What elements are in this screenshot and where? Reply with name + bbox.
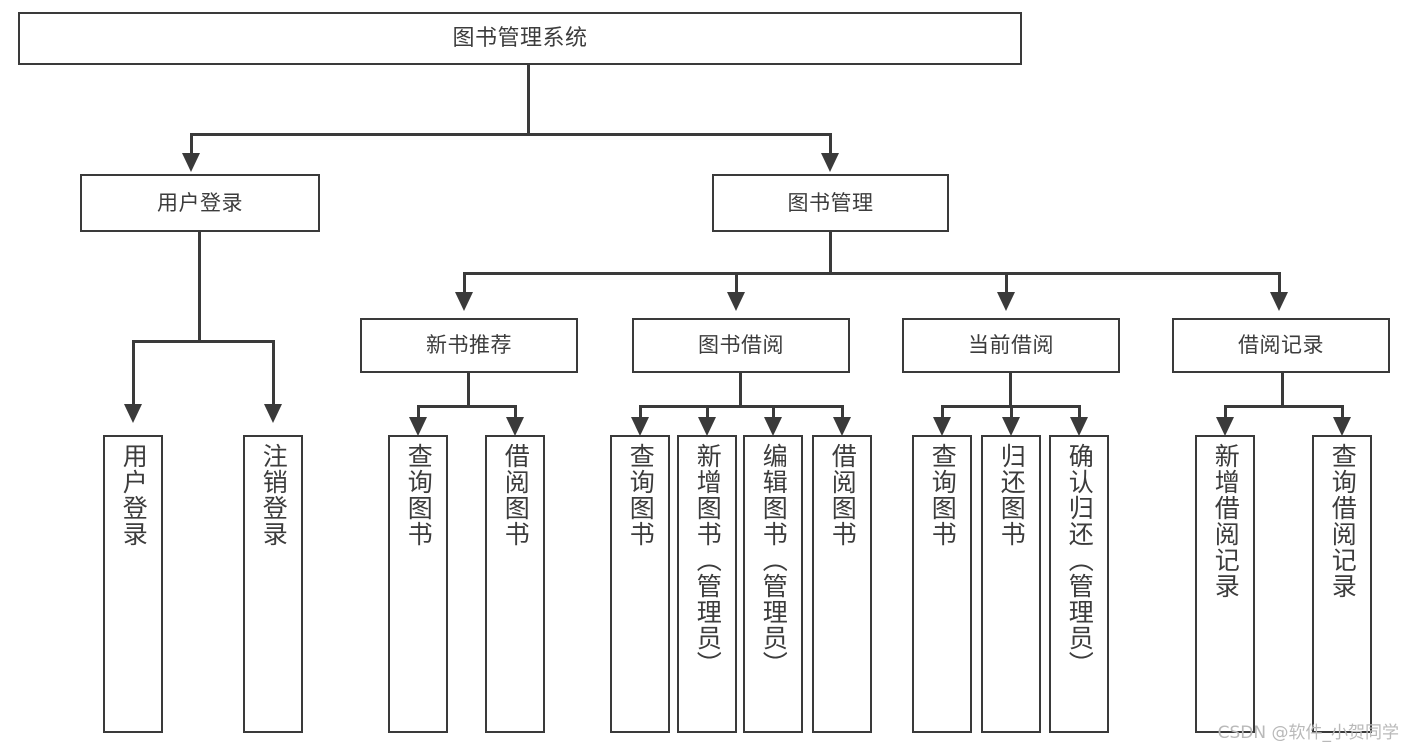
arrow-to-leaf-logout <box>264 404 282 423</box>
connector-user-login-bus <box>132 340 275 343</box>
arrow-to-leaf-query-book-2 <box>631 417 649 436</box>
leaf-borrow-book-main[interactable]: 借阅图书 <box>812 435 872 733</box>
connector-bm-to-l3-1 <box>463 272 466 297</box>
leaf-query-book-recommend[interactable]: 查询图书 <box>388 435 448 733</box>
connector-bb-to-leaf-4 <box>841 405 844 423</box>
node-label: 图书借阅 <box>698 333 784 358</box>
node-root-system[interactable]: 图书管理系统 <box>18 12 1022 65</box>
connector-nbr-bus <box>417 405 517 408</box>
leaf-label: 归还图书 <box>997 443 1027 547</box>
connector-cb-to-leaf-2 <box>1010 405 1013 423</box>
leaf-query-book-borrow[interactable]: 查询图书 <box>610 435 670 733</box>
leaf-return-book[interactable]: 归还图书 <box>981 435 1041 733</box>
leaf-label: 借阅图书 <box>828 443 858 547</box>
arrow-to-current-borrow <box>997 292 1015 311</box>
leaf-label: 查询借阅记录 <box>1328 443 1358 599</box>
connector-br-to-leaf-1 <box>1224 405 1227 423</box>
node-book-management[interactable]: 图书管理 <box>712 174 949 232</box>
connector-root-to-book-manage <box>829 133 832 158</box>
connector-bb-to-leaf-3 <box>772 405 775 423</box>
leaf-label: 查询图书 <box>928 443 958 547</box>
leaf-logout[interactable]: 注销登录 <box>243 435 303 733</box>
arrow-to-leaf-borrow-book-1 <box>506 417 524 436</box>
connector-cb-stem <box>1009 373 1012 407</box>
arrow-to-user-login <box>182 153 200 172</box>
leaf-label: 编辑图书（管理员） <box>759 443 789 677</box>
leaf-add-book-admin[interactable]: 新增图书（管理员） <box>677 435 737 733</box>
connector-bb-stem <box>739 373 742 407</box>
arrow-to-leaf-add-record <box>1216 417 1234 436</box>
leaf-label: 借阅图书 <box>501 443 531 547</box>
node-label: 借阅记录 <box>1238 333 1324 358</box>
leaf-query-book-current[interactable]: 查询图书 <box>912 435 972 733</box>
leaf-add-borrow-record[interactable]: 新增借阅记录 <box>1195 435 1255 733</box>
arrow-to-borrow-record <box>1270 292 1288 311</box>
leaf-confirm-return-admin[interactable]: 确认归还（管理员） <box>1049 435 1109 733</box>
node-label: 图书管理 <box>787 190 874 215</box>
leaf-query-borrow-record[interactable]: 查询借阅记录 <box>1312 435 1372 733</box>
connector-root-stem <box>527 65 530 133</box>
leaf-label: 新增借阅记录 <box>1211 443 1241 599</box>
arrow-to-leaf-add-book <box>698 417 716 436</box>
connector-user-login-to-leaf-2 <box>272 340 275 408</box>
connector-bb-to-leaf-1 <box>639 405 642 423</box>
node-label: 新书推荐 <box>426 333 512 358</box>
arrow-to-leaf-return-book <box>1002 417 1020 436</box>
connector-bb-bus <box>639 405 842 408</box>
arrow-to-new-book-recommend <box>455 292 473 311</box>
leaf-label: 查询图书 <box>626 443 656 547</box>
connector-cb-to-leaf-3 <box>1078 405 1081 423</box>
arrow-to-leaf-query-record <box>1333 417 1351 436</box>
leaf-label: 用户登录 <box>119 443 149 547</box>
leaf-user-login[interactable]: 用户登录 <box>103 435 163 733</box>
connector-root-to-user-login <box>190 133 193 158</box>
leaf-borrow-book-recommend[interactable]: 借阅图书 <box>485 435 545 733</box>
arrow-to-leaf-user-login <box>124 404 142 423</box>
csdn-watermark: CSDN @软件_小贺同学 <box>1217 723 1399 743</box>
arrow-to-leaf-query-book-1 <box>409 417 427 436</box>
node-label: 用户登录 <box>157 190 243 215</box>
leaf-label: 新增图书（管理员） <box>693 443 723 677</box>
node-user-login[interactable]: 用户登录 <box>80 174 320 232</box>
connector-bm-to-l3-4 <box>1278 272 1281 297</box>
arrow-to-book-borrow <box>727 292 745 311</box>
node-new-book-recommend[interactable]: 新书推荐 <box>360 318 578 373</box>
connector-cb-to-leaf-1 <box>941 405 944 423</box>
connector-nbr-stem <box>467 373 470 407</box>
connector-nbr-to-leaf-2 <box>514 405 517 423</box>
connector-root-bus <box>190 133 831 136</box>
arrow-to-leaf-edit-book <box>764 417 782 436</box>
connector-br-stem <box>1281 373 1284 407</box>
arrow-to-leaf-confirm-return <box>1070 417 1088 436</box>
node-current-borrow[interactable]: 当前借阅 <box>902 318 1120 373</box>
connector-book-manage-bus <box>463 272 1281 275</box>
connector-bb-to-leaf-2 <box>706 405 709 423</box>
connector-book-manage-stem <box>829 232 832 274</box>
node-label: 当前借阅 <box>968 333 1054 358</box>
leaf-label: 确认归还（管理员） <box>1065 443 1095 677</box>
arrow-to-leaf-query-book-3 <box>933 417 951 436</box>
leaf-label: 查询图书 <box>404 443 434 547</box>
node-borrow-record[interactable]: 借阅记录 <box>1172 318 1390 373</box>
connector-br-to-leaf-2 <box>1341 405 1344 423</box>
leaf-edit-book-admin[interactable]: 编辑图书（管理员） <box>743 435 803 733</box>
connector-nbr-to-leaf-1 <box>417 405 420 423</box>
connector-user-login-to-leaf-1 <box>132 340 135 408</box>
connector-br-bus <box>1224 405 1342 408</box>
connector-user-login-stem <box>198 232 201 342</box>
arrow-to-leaf-borrow-book-2 <box>833 417 851 436</box>
connector-bm-to-l3-3 <box>1005 272 1008 297</box>
node-book-borrow[interactable]: 图书借阅 <box>632 318 850 373</box>
arrow-to-book-manage <box>821 153 839 172</box>
leaf-label: 注销登录 <box>259 443 289 547</box>
connector-bm-to-l3-2 <box>735 272 738 297</box>
node-label: 图书管理系统 <box>452 25 588 51</box>
